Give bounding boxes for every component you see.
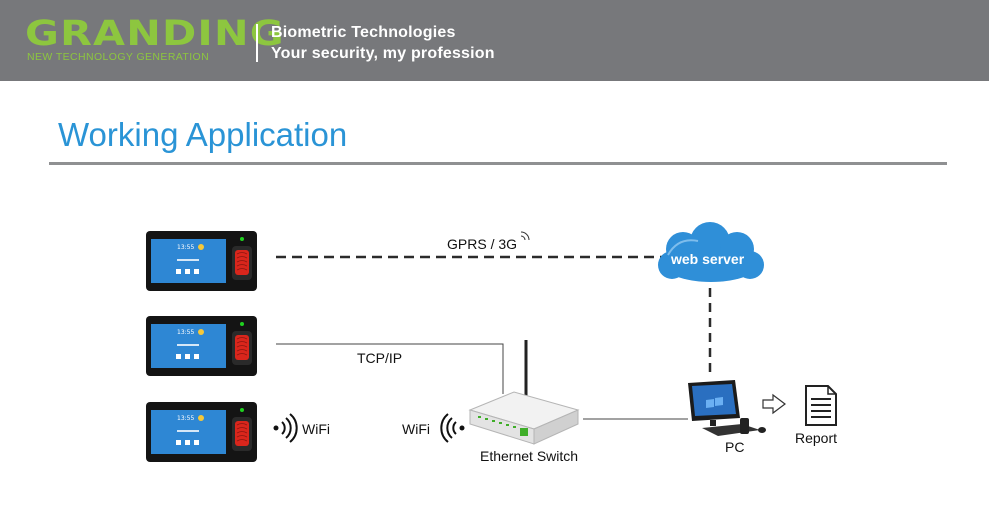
wifi-device-label: WiFi xyxy=(302,421,330,437)
tcpip-link-line xyxy=(276,343,504,394)
tcpip-label: TCP/IP xyxy=(357,350,403,366)
biometric-terminal-gprs: 13:55 xyxy=(145,230,258,292)
biometric-terminal-tcpip: 13:55 xyxy=(145,315,258,377)
wifi-switch-label: WiFi xyxy=(402,421,430,437)
ethernet-switch-label: Ethernet Switch xyxy=(480,448,579,464)
document-icon xyxy=(805,385,837,426)
page-title: Working Application xyxy=(58,116,348,153)
pc-label: PC xyxy=(725,439,745,455)
header-divider xyxy=(256,24,258,62)
computer-icon xyxy=(688,380,766,436)
device-time: 13:55 xyxy=(177,329,194,336)
cloud-highlight xyxy=(667,239,699,256)
tagline-line2: Your security, my profession xyxy=(271,45,495,62)
device-time: 13:55 xyxy=(177,244,194,251)
arrow-right-icon xyxy=(762,393,786,415)
biometric-terminal-wifi: 13:55 xyxy=(145,401,258,463)
brand-logo-subtitle: NEW TECHNOLOGY GENERATION xyxy=(27,51,210,63)
header-bar: GRANDING NEW TECHNOLOGY GENERATION Biome… xyxy=(0,0,989,81)
web-server-label: web server xyxy=(671,251,745,267)
wifi-emit-icon xyxy=(273,413,298,443)
gprs-label: GPRS / 3G xyxy=(447,236,518,252)
brand-logo: GRANDING xyxy=(25,14,285,54)
signal-icon xyxy=(520,231,530,241)
title-divider xyxy=(49,162,947,165)
wifi-receive-icon xyxy=(440,413,465,443)
ethernet-switch-icon xyxy=(468,340,580,445)
tagline-line1: Biometric Technologies xyxy=(271,24,456,41)
report-label: Report xyxy=(795,430,838,446)
device-time: 13:55 xyxy=(177,415,194,422)
